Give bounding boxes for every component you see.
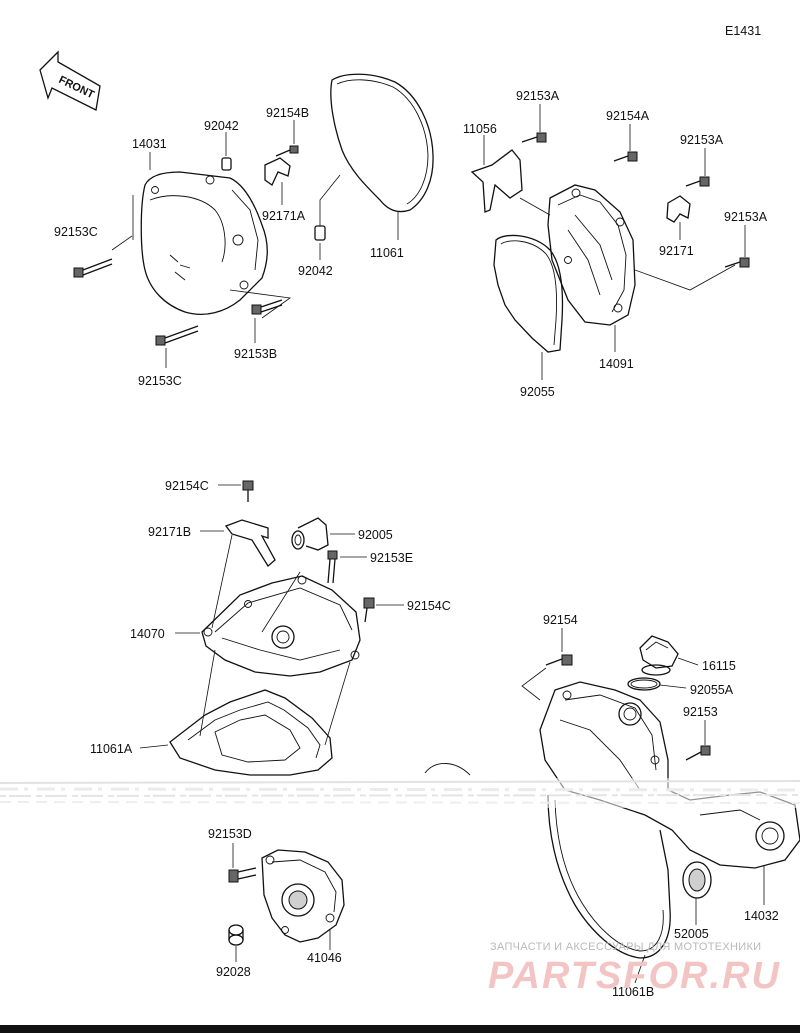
watermark-text: ЗАПЧАСТИ И АКСЕССУАРЫ ДЛЯ МОТОТЕХНИКИ xyxy=(490,941,761,953)
label-92028: 92028 xyxy=(216,965,251,979)
bolt-92153c-left xyxy=(73,258,113,278)
fitting-92005 xyxy=(291,517,329,551)
clamp-92171b xyxy=(224,519,276,567)
label-11056: 11056 xyxy=(463,122,497,136)
label-14091: 14091 xyxy=(599,357,634,371)
seal-52005 xyxy=(682,861,712,899)
bolt-92154 xyxy=(545,654,573,666)
bolt-92154c-right xyxy=(363,597,375,623)
label-14032: 14032 xyxy=(744,909,779,923)
front-label: FRONT xyxy=(57,74,97,102)
front-arrow-icon: FRONT xyxy=(39,50,101,111)
gasket-11061a xyxy=(169,689,333,776)
scan-artifact-band xyxy=(0,778,800,808)
clamp-92171 xyxy=(666,195,691,223)
gasket-11061 xyxy=(330,73,434,213)
bolt-92154a xyxy=(613,151,638,162)
label-92171: 92171 xyxy=(659,244,694,258)
label-14070: 14070 xyxy=(130,627,165,641)
gasket-11061b xyxy=(547,794,671,959)
dowel-pin-92042-top xyxy=(221,157,232,171)
bolt-92153a-right xyxy=(724,257,750,268)
o-ring-92055a xyxy=(627,677,661,691)
label-92153a-mid: 92153A xyxy=(680,133,724,147)
generator-cover-14031 xyxy=(140,171,268,315)
collar-92028 xyxy=(228,924,244,946)
bolt-92154b xyxy=(275,145,299,157)
label-92153c-bottom: 92153C xyxy=(138,374,182,388)
bracket-11056 xyxy=(470,149,523,213)
label-16115: 16115 xyxy=(702,659,736,673)
label-92154: 92154 xyxy=(543,613,578,627)
label-92153a-top: 92153A xyxy=(516,89,560,103)
label-11061: 11061 xyxy=(370,246,404,260)
bolt-92154c-top xyxy=(242,480,254,502)
dowel-pin-92042-mid xyxy=(314,225,326,241)
label-92171b: 92171B xyxy=(148,525,191,539)
label-92042-top: 92042 xyxy=(204,119,239,133)
label-92153b: 92153B xyxy=(234,347,277,361)
label-92154c-right: 92154C xyxy=(407,599,451,613)
clamp-92171a xyxy=(264,157,291,186)
label-11061a: 11061A xyxy=(90,742,133,756)
watermark-logo: PARTSFOR.RU xyxy=(488,955,781,997)
label-92154c-top: 92154C xyxy=(165,479,209,493)
label-52005: 52005 xyxy=(674,927,709,941)
scan-bottom-edge xyxy=(0,1025,800,1033)
clutch-cover-14032 xyxy=(539,681,800,869)
label-92055: 92055 xyxy=(520,385,555,399)
bolt-92153d xyxy=(228,867,257,883)
label-92153e: 92153E xyxy=(370,551,413,565)
bolt-92153 xyxy=(685,745,711,761)
oil-filler-cap-16115 xyxy=(639,635,679,676)
label-92005: 92005 xyxy=(358,528,393,542)
label-92153d: 92153D xyxy=(208,827,252,841)
label-92171a: 92171A xyxy=(262,209,306,223)
cover-41046 xyxy=(261,849,345,943)
label-92154a: 92154A xyxy=(606,109,650,123)
label-92153c-left: 92153C xyxy=(54,225,98,239)
bolt-92153a-top xyxy=(521,132,547,143)
label-11061b: 11061B xyxy=(612,985,654,999)
label-92042-mid: 92042 xyxy=(298,264,333,278)
label-92153a-right: 92153A xyxy=(724,210,768,224)
label-92154b: 92154B xyxy=(266,106,309,120)
diagram-code: E1431 xyxy=(725,24,761,38)
bolt-92153c-bottom xyxy=(155,325,199,346)
cover-14070 xyxy=(201,575,361,677)
bolt-92153a-mid xyxy=(685,176,710,187)
label-41046: 41046 xyxy=(307,951,342,965)
bolt-92153e xyxy=(327,550,338,584)
label-92153: 92153 xyxy=(683,705,718,719)
label-92055a: 92055A xyxy=(690,683,734,697)
pulser-cover-14091 xyxy=(547,184,636,326)
label-14031: 14031 xyxy=(132,137,167,151)
gasket-92055 xyxy=(493,234,564,353)
